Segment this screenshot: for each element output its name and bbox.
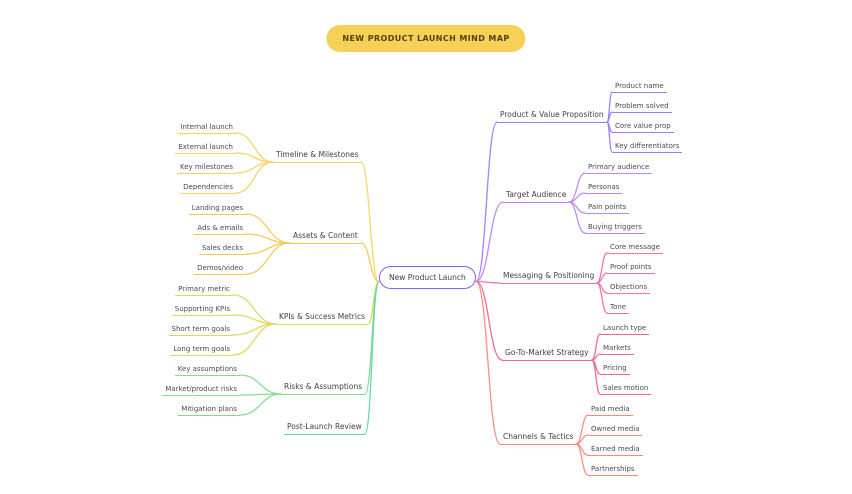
leaf-node[interactable]: Short term goals <box>168 324 233 337</box>
leaf-node[interactable]: Tone <box>607 302 630 315</box>
leaf-node[interactable]: Objections <box>607 282 651 295</box>
leaf-node[interactable]: Internal launch <box>177 122 236 135</box>
branch-node[interactable]: Assets & Content <box>290 231 361 244</box>
mindmap-title-node[interactable]: NEW PRODUCT LAUNCH MIND MAP <box>326 25 526 52</box>
leaf-node[interactable]: Supporting KPIs <box>171 304 233 317</box>
branch-node[interactable]: Timeline & Milestones <box>273 150 362 163</box>
leaf-node[interactable]: Pricing <box>600 363 630 376</box>
leaf-node[interactable]: Paid media <box>588 404 633 417</box>
branch-node[interactable]: Messaging & Positioning <box>500 271 598 284</box>
leaf-node[interactable]: Owned media <box>588 424 643 437</box>
leaf-node[interactable]: Market/product risks <box>162 384 240 397</box>
leaf-node[interactable]: Core message <box>607 242 663 255</box>
leaf-node[interactable]: Key assumptions <box>174 364 240 377</box>
leaf-node[interactable]: Primary metric <box>175 284 233 297</box>
branch-node[interactable]: Post-Launch Review <box>284 422 365 435</box>
leaf-node[interactable]: Core value prop <box>612 121 674 134</box>
branch-node[interactable]: Product & Value Proposition <box>497 110 607 123</box>
leaf-node[interactable]: Sales decks <box>198 243 246 256</box>
branch-node[interactable]: Target Audience <box>503 190 570 203</box>
leaf-node[interactable]: Launch type <box>600 323 650 336</box>
leaf-node[interactable]: Problem solved <box>612 101 672 114</box>
leaf-node[interactable]: Dependencies <box>180 182 236 195</box>
branch-node[interactable]: Risks & Assumptions <box>281 382 366 395</box>
leaf-node[interactable]: Primary audience <box>585 162 653 175</box>
leaf-node[interactable]: Pain points <box>585 202 630 215</box>
leaf-node[interactable]: Sales motion <box>600 383 652 396</box>
leaf-node[interactable]: External launch <box>175 142 236 155</box>
leaf-node[interactable]: Demos/video <box>194 263 246 276</box>
leaf-node[interactable]: Partnerships <box>588 464 638 477</box>
leaf-node[interactable]: Long term goals <box>170 344 233 357</box>
leaf-node[interactable]: Buying triggers <box>585 222 645 235</box>
leaf-node[interactable]: Mitigation plans <box>178 404 240 417</box>
leaf-node[interactable]: Key differentiators <box>612 141 683 154</box>
leaf-node[interactable]: Earned media <box>588 444 643 457</box>
branch-node[interactable]: Go-To-Market Strategy <box>502 348 592 361</box>
leaf-node[interactable]: Personas <box>585 182 623 195</box>
leaf-node[interactable]: Product name <box>612 81 667 94</box>
center-node[interactable]: New Product Launch <box>379 266 476 289</box>
branch-node[interactable]: KPIs & Success Metrics <box>276 312 368 325</box>
leaf-node[interactable]: Key milestones <box>177 162 236 175</box>
leaf-node[interactable]: Landing pages <box>188 203 246 216</box>
leaf-node[interactable]: Markets <box>600 343 634 356</box>
leaf-node[interactable]: Ads & emails <box>194 223 246 236</box>
branch-node[interactable]: Channels & Tactics <box>500 432 577 445</box>
leaf-node[interactable]: Proof points <box>607 262 655 275</box>
